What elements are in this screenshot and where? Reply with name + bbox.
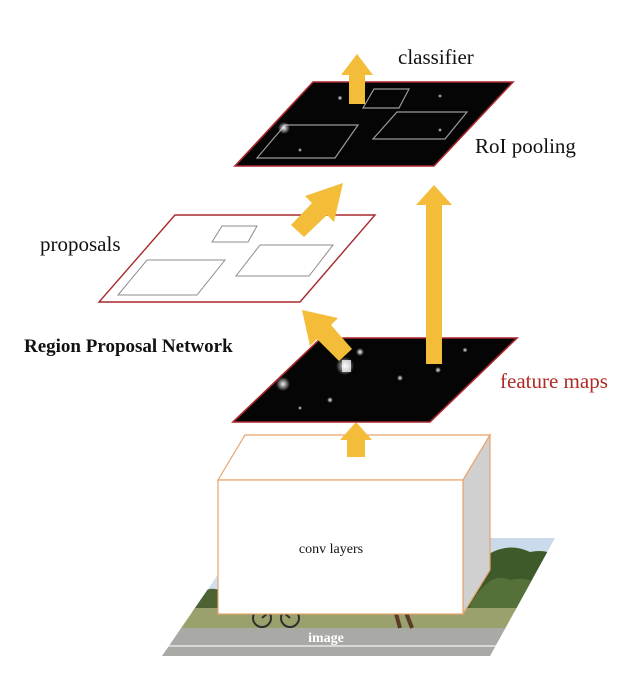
arrow-features-to-roi (416, 185, 452, 364)
roi-pooling-label: RoI pooling (475, 134, 576, 158)
image-label: image (308, 631, 344, 646)
roi-box (255, 124, 360, 159)
proposals-label: proposals (40, 232, 121, 256)
proposal-box (211, 225, 258, 243)
conv-layers-label: conv layers (299, 542, 363, 557)
feature-maps-label: feature maps (500, 369, 608, 393)
roi-box (361, 88, 410, 109)
conv-layers-box: conv layers (216, 432, 492, 617)
rpn-label: Region Proposal Network (24, 336, 233, 357)
arrow-features-to-proposals (302, 310, 352, 361)
feature-maps-plane (231, 337, 519, 423)
proposal-box (116, 259, 227, 296)
arrow-roi-to-classifier (341, 54, 373, 104)
roi-box (371, 111, 469, 140)
roi-pooling-plane (233, 81, 515, 167)
proposals-plane (97, 214, 377, 303)
arrow-conv-to-features (340, 422, 372, 457)
classifier-label: classifier (398, 45, 474, 69)
arrow-proposals-to-roi (291, 183, 343, 237)
proposal-box (234, 244, 335, 277)
